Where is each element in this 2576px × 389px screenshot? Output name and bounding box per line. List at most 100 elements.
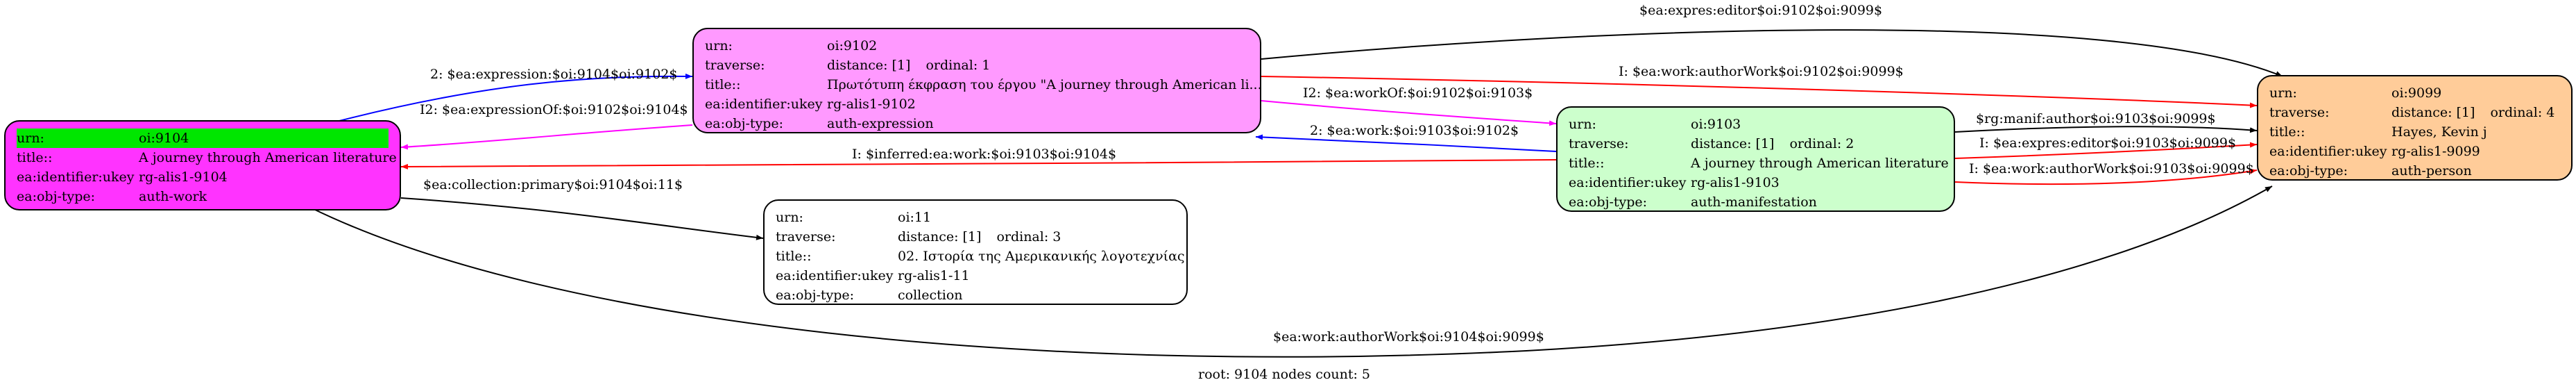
node-row: ea:obj-type: auth-work (17, 187, 389, 206)
edge-label-e10: I: $ea:work:authorWork$oi:9103$oi:9099$ (1969, 161, 2254, 176)
traverse-ordinal: ordinal: 1 (926, 58, 991, 73)
edge-label-e4: I: $ea:work:authorWork$oi:9102$oi:9099$ (1619, 64, 1904, 79)
edge-e1 (336, 73, 693, 122)
node-row: traverse: distance: [1] ordinal: 2 (1569, 134, 1943, 154)
node-key: ea:identifier:ukey (705, 97, 823, 112)
node-row: title:: Πρωτότυπη έκφραση του έργου "A j… (705, 75, 1262, 94)
node-row: traverse: distance: [1] ordinal: 1 (705, 56, 1249, 75)
node-row: ea:identifier:ukey rg-alis1-9104 (17, 167, 389, 187)
traverse-distance: distance: [1] (898, 229, 982, 245)
node-row: urn: oi:9102 (705, 36, 1249, 56)
node-oi-9102[interactable]: urn: oi:9102 traverse: distance: [1] ordi… (692, 28, 1262, 133)
graph-footer: root: 9104 nodes count: 5 (1198, 367, 1371, 382)
node-row: title:: A journey through American liter… (17, 148, 397, 167)
node-value: A journey through American literature (1691, 156, 1949, 171)
traverse-ordinal: ordinal: 2 (1789, 136, 1854, 151)
traverse-distance: distance: [1] (827, 58, 911, 73)
node-key: title:: (17, 150, 53, 165)
node-key: traverse: (776, 229, 836, 245)
node-row: traverse: distance: [1] ordinal: 4 (2269, 103, 2560, 122)
node-value: Πρωτότυπη έκφραση του έργου "A journey t… (827, 77, 1262, 92)
node-key: ea:identifier:ukey (776, 268, 894, 283)
edge-label-e9: I: $ea:expres:editor$oi:9103$oi:9099$ (1979, 135, 2237, 151)
edge-label-e1: 2: $ea:expression:$oi:9104$oi:9102$ (430, 67, 678, 82)
node-oi-9103[interactable]: urn: oi:9103 traverse: distance: [1] ordi… (1556, 106, 1955, 212)
node-value: 02. Ιστορία της Αμερικανικής λογοτεχνίας (898, 249, 1185, 264)
node-value: auth-person (2391, 163, 2472, 179)
edge-e9 (1954, 142, 2258, 159)
node-row: title:: A journey through American liter… (1569, 154, 1949, 173)
edge-label-e6: 2: $ea:work:$oi:9103$oi:9102$ (1310, 123, 1519, 138)
node-key: traverse: (2269, 105, 2330, 120)
node-key: urn: (1569, 117, 1596, 132)
node-key: ea:obj-type: (1569, 194, 1648, 210)
node-value: auth-work (139, 189, 207, 204)
node-row: urn: oi:9103 (1569, 115, 1943, 134)
node-value: rg-alis1-9099 (2391, 144, 2480, 159)
edge-e10 (1954, 168, 2258, 185)
edge-e5 (1261, 100, 1557, 126)
edge-e6 (1255, 134, 1557, 152)
edge-e3 (1261, 29, 2283, 77)
edge-e7 (400, 159, 1557, 169)
node-oi-9099[interactable]: urn: oi:9099 traverse: distance: [1] ordi… (2257, 75, 2573, 181)
node-value: distance: [1] ordinal: 2 (1691, 134, 1943, 154)
node-value: rg-alis1-9104 (139, 169, 228, 185)
node-oi-11[interactable]: urn: oi:11 traverse: distance: [1] ordina… (763, 199, 1188, 305)
node-key: traverse: (1569, 136, 1629, 151)
edge-e4 (1261, 76, 2258, 108)
edge-label-e2: I2: $ea:expressionOf:$oi:9102$oi:9104$ (420, 102, 688, 117)
node-key: ea:identifier:ukey (17, 169, 135, 185)
traverse-distance: distance: [1] (2391, 105, 2475, 120)
node-key: ea:obj-type: (705, 116, 784, 131)
node-value: oi:9102 (827, 38, 878, 53)
node-key: title:: (2269, 124, 2305, 140)
node-key: urn: (17, 129, 139, 148)
node-value: rg-alis1-9103 (1691, 175, 1780, 190)
node-row: traverse: distance: [1] ordinal: 3 (776, 227, 1175, 247)
node-row: ea:identifier:ukey rg-alis1-9103 (1569, 173, 1943, 192)
node-value: A journey through American literature (139, 150, 397, 165)
node-row: ea:identifier:ukey rg-alis1-11 (776, 266, 1175, 285)
node-key: ea:obj-type: (2269, 163, 2348, 179)
node-oi-9104[interactable]: urn: oi:9104 title:: A journey through A… (4, 120, 401, 210)
traverse-distance: distance: [1] (1691, 136, 1775, 151)
node-row: urn: oi:9104 (17, 129, 389, 148)
node-key: ea:obj-type: (776, 288, 855, 303)
node-row: title:: Hayes, Kevin j (2269, 122, 2560, 142)
node-value: rg-alis1-9102 (827, 97, 916, 112)
edge-label-e11: $ea:collection:primary$oi:9104$oi:11$ (423, 177, 683, 192)
node-row: ea:obj-type: auth-manifestation (1569, 192, 1943, 212)
edge-e12 (312, 185, 2273, 358)
node-value: auth-expression (827, 116, 934, 131)
node-row: urn: oi:9099 (2269, 83, 2560, 103)
node-row: ea:obj-type: auth-expression (705, 114, 1249, 133)
node-row: title:: 02. Ιστορία της Αμερικανικής λογ… (776, 247, 1185, 266)
node-key: traverse: (705, 58, 765, 73)
node-key: ea:identifier:ukey (2269, 144, 2387, 159)
node-key: urn: (705, 38, 733, 53)
node-value: oi:11 (898, 210, 932, 225)
node-value: oi:9104 (139, 129, 389, 148)
node-value: oi:9103 (1691, 117, 1741, 132)
node-value: Hayes, Kevin j (2391, 124, 2487, 140)
node-key: ea:identifier:ukey (1569, 175, 1687, 190)
node-value: rg-alis1-11 (898, 268, 970, 283)
node-row: ea:obj-type: collection (776, 285, 1175, 305)
node-key: urn: (776, 210, 803, 225)
node-value: collection (898, 288, 963, 303)
node-value: auth-manifestation (1691, 194, 1817, 210)
edge-label-e8: $rg:manif:author$oi:9103$oi:9099$ (1976, 111, 2216, 126)
edge-label-e12: $ea:work:authorWork$oi:9104$oi:9099$ (1273, 329, 1544, 345)
node-row: urn: oi:11 (776, 208, 1175, 227)
node-key: ea:obj-type: (17, 189, 96, 204)
traverse-ordinal: ordinal: 3 (996, 229, 1061, 245)
node-key: title:: (705, 77, 741, 92)
traverse-ordinal: ordinal: 4 (2490, 105, 2555, 120)
node-key: title:: (776, 249, 812, 264)
node-row: ea:obj-type: auth-person (2269, 161, 2560, 181)
node-value: distance: [1] ordinal: 1 (827, 56, 1249, 75)
edge-e8 (1954, 126, 2258, 133)
node-key: urn: (2269, 85, 2297, 101)
